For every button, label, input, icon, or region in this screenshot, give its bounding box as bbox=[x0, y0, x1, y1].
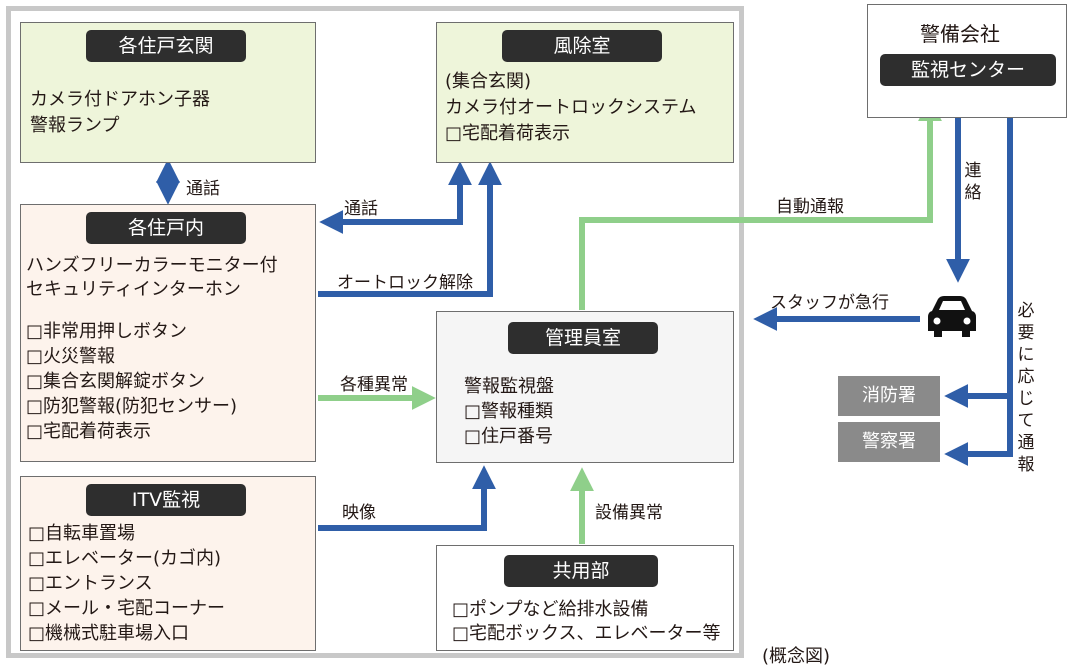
auto-report-label: 自動通報 bbox=[776, 197, 844, 217]
auto-report-arrow bbox=[579, 97, 942, 310]
itv-line-5: □機械式駐車場入口 bbox=[28, 623, 190, 644]
unit-title: 各住戸内 bbox=[86, 212, 246, 244]
itv-line-3: □エントランス bbox=[28, 573, 153, 594]
security-company-title: 警備会社 bbox=[920, 22, 1000, 46]
talk-label-entrance: 通話 bbox=[186, 179, 220, 199]
alarms-label: 各種異常 bbox=[340, 375, 408, 395]
unit-box bbox=[20, 204, 316, 462]
unit-line-4: □火災警報 bbox=[26, 346, 116, 367]
notify-line bbox=[944, 84, 1013, 466]
manager-box bbox=[436, 311, 734, 463]
manager-line-2: □警報種類 bbox=[464, 401, 554, 422]
windbreak-line-1: (集合玄関) bbox=[445, 71, 532, 92]
common-line-1: □ポンプなど給排水設備 bbox=[452, 599, 649, 620]
fire-station-label: 消防署 bbox=[838, 376, 940, 416]
manager-line-1: 警報監視盤 bbox=[464, 376, 554, 397]
police-station-label: 警察署 bbox=[838, 422, 940, 462]
manager-title: 管理員室 bbox=[508, 322, 658, 354]
unit-line-5: □集合玄関解錠ボタン bbox=[26, 371, 206, 392]
caption: (概念図) bbox=[762, 646, 831, 667]
windbreak-line-3: □宅配着荷表示 bbox=[445, 123, 571, 144]
entrance-title: 各住戸玄関 bbox=[86, 30, 246, 62]
staff-label: スタッフが急行 bbox=[770, 293, 889, 313]
talk-arrow-windbreak bbox=[336, 161, 472, 225]
windbreak-line-2: カメラ付オートロックシステム bbox=[445, 97, 697, 118]
itv-line-4: □メール・宅配コーナー bbox=[28, 598, 226, 619]
unit-line-1: ハンズフリーカラーモニター付 bbox=[26, 255, 278, 276]
common-title: 共用部 bbox=[504, 555, 658, 587]
car-icon bbox=[928, 296, 976, 337]
autolock-arrow bbox=[318, 161, 502, 297]
common-box bbox=[436, 545, 734, 651]
notify-label: 必要に応じて通報 bbox=[1017, 301, 1035, 475]
building-frame bbox=[6, 6, 744, 658]
itv-line-2: □エレベーター(カゴ内) bbox=[28, 548, 222, 569]
common-line-2: □宅配ボックス、エレベーター等 bbox=[452, 623, 721, 644]
unit-line-2: セキュリティインターホン bbox=[26, 279, 241, 300]
entrance-line-2: 警報ランプ bbox=[30, 115, 120, 136]
windbreak-title: 風除室 bbox=[502, 30, 662, 62]
video-arrow bbox=[318, 465, 496, 531]
talk-label-windbreak: 通話 bbox=[344, 199, 378, 219]
unit-line-6: □防犯警報(防犯センサー) bbox=[26, 396, 238, 417]
itv-title: ITV監視 bbox=[86, 484, 246, 516]
monitoring-center-label: 監視センター bbox=[880, 54, 1056, 86]
unit-line-3: □非常用押しボタン bbox=[26, 321, 188, 342]
unit-line-7: □宅配着荷表示 bbox=[26, 421, 152, 442]
manager-line-3: □住戸番号 bbox=[464, 426, 554, 447]
itv-line-1: □自転車置場 bbox=[28, 523, 136, 544]
contact-label: 連絡 bbox=[964, 161, 982, 203]
entrance-line-1: カメラ付ドアホン子器 bbox=[30, 89, 210, 110]
video-label: 映像 bbox=[342, 503, 376, 523]
equipment-label: 設備異常 bbox=[595, 503, 663, 523]
autolock-label: オートロック解除 bbox=[337, 273, 473, 293]
